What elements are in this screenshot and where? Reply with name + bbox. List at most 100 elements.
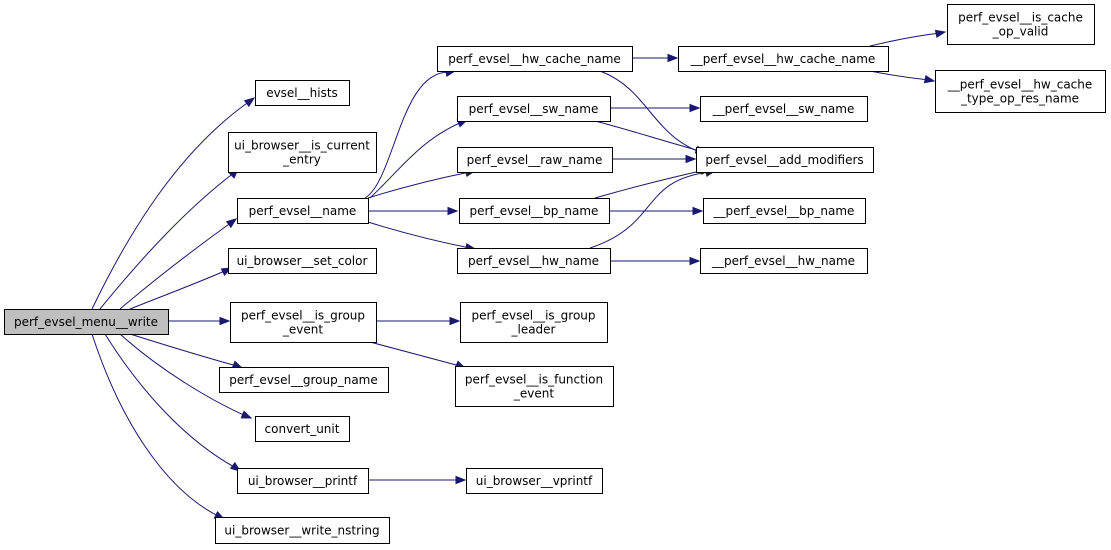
node-perf-evsel-sw-name[interactable]: perf_evsel__sw_name (457, 96, 611, 122)
node-label: perf_evsel__is_group (471, 309, 595, 323)
edge-line (869, 70, 930, 81)
edge-root-to-convert_unit (119, 333, 253, 419)
edge-perf_evsel_sw_name-to-__perf_evsel_sw_name (610, 103, 701, 113)
node-perf-evsel-bp-name[interactable]: perf_evsel__bp_name (459, 198, 610, 224)
edge-line (869, 32, 941, 47)
edge-perf_evsel_is_group_event-to-perf_evsel_is_group_leader (376, 316, 461, 326)
node-box (455, 366, 614, 407)
edge-line (364, 71, 451, 199)
node-label: _op_valid (992, 25, 1049, 39)
edge-root-to-ui_browser_printf (104, 333, 242, 472)
node-label: perf_evsel__is_function (465, 373, 603, 387)
node-perf-evsel-hw-cache-name[interactable]: perf_evsel__hw_cache_name (437, 46, 633, 72)
node-label: __perf_evsel__bp_name (713, 204, 855, 218)
graph-nodes: perf_evsel_menu__write evsel__hists ui_bro… (4, 4, 1106, 544)
arrowhead-icon (219, 316, 231, 326)
node-box (696, 147, 874, 173)
node-perf-evsel-group-name[interactable]: perf_evsel__group_name (219, 367, 389, 393)
node-ui-browser-write-nstring[interactable]: ui_browser__write_nstring (215, 517, 390, 544)
node-label: perf_evsel__hw_name (468, 254, 599, 268)
edge-__perf_evsel_hw_cache_name-to-perf_evsel_is_cache_op_valid (869, 29, 947, 47)
node-perf-evsel-raw-name[interactable]: perf_evsel__raw_name (457, 147, 613, 173)
edge-perf_evsel_name-to-perf_evsel_sw_name (369, 119, 469, 199)
node-perf-evsel-add-modifiers[interactable]: perf_evsel__add_modifiers (696, 147, 874, 173)
node-box (219, 367, 389, 393)
edge-root-to-ui_browser_write_nstring (91, 333, 226, 520)
node-perf-evsel-is-function-event[interactable]: perf_evsel__is_function_event (455, 366, 614, 407)
edge-line (599, 70, 706, 155)
node-label: perf_evsel__is_cache (958, 11, 1083, 25)
node-ui-browser-printf[interactable]: ui_browser__printf (237, 468, 369, 494)
node-box (700, 248, 868, 274)
node-perf-evsel-name[interactable]: perf_evsel__name (237, 198, 369, 224)
node-label: perf_evsel__raw_name (467, 153, 603, 167)
arrowhead-icon (689, 256, 701, 266)
edge-root-to-ui_browser_is_current_entry (99, 168, 239, 310)
node-label: convert_unit (265, 422, 340, 436)
node-evsel-hists[interactable]: evsel__hists (255, 80, 350, 106)
node-label: perf_evsel__bp_name (470, 204, 599, 218)
edge-root-to-perf_evsel_is_group_event (168, 316, 231, 326)
node-ui-browser-vprintf[interactable]: ui_browser__vprintf (466, 468, 603, 494)
node-label: __perf_evsel__hw_cache (947, 78, 1093, 92)
edge-line (594, 169, 706, 199)
node-label: __perf_evsel__sw_name (712, 102, 855, 116)
node---perf-evsel-bp-name[interactable]: __perf_evsel__bp_name (703, 198, 866, 224)
edge-__perf_evsel_hw_cache_name-to-__perf_evsel_hw_cache_type_op_res_name (869, 70, 936, 84)
node-perf-evsel-is-group-event[interactable]: perf_evsel__is_group_event (230, 302, 377, 343)
edge-line (369, 121, 463, 199)
node-box (228, 132, 377, 173)
node-box (230, 302, 377, 343)
edge-root-to-evsel_hists (91, 97, 256, 310)
node-label: perf_evsel__add_modifiers (705, 153, 863, 167)
arrowhead-icon (449, 316, 461, 326)
node-perf-evsel-hw-name[interactable]: perf_evsel__hw_name (457, 248, 611, 274)
edge-perf_evsel_hw_cache_name-to-perf_evsel_add_modifiers (599, 70, 712, 157)
edge-root-to-perf_evsel_group_name (129, 333, 244, 369)
node-label: _event (513, 387, 554, 401)
edge-perf_evsel_hw_cache_name-to-__perf_evsel_hw_cache_name (632, 53, 679, 63)
node-label: perf_evsel_menu__write (14, 315, 158, 329)
edge-line (99, 171, 236, 310)
arrowhead-icon (243, 97, 256, 108)
node-perf-evsel-is-group-leader[interactable]: perf_evsel__is_group_leader (460, 302, 608, 343)
node-label: ui_browser__write_nstring (224, 524, 379, 538)
edge-line (91, 100, 251, 310)
node-root[interactable]: perf_evsel_menu__write (4, 309, 169, 335)
node---perf-evsel-hw-cache-type-op-res-name[interactable]: __perf_evsel__hw_cache_type_op_res_name (935, 70, 1106, 113)
node-box (457, 96, 611, 122)
node-perf-evsel-is-cache-op-valid[interactable]: perf_evsel__is_cache_op_valid (947, 4, 1095, 45)
edge-ui_browser_printf-to-ui_browser_vprintf (368, 475, 467, 485)
node---perf-evsel-hw-cache-name[interactable]: __perf_evsel__hw_cache_name (678, 46, 889, 72)
node-convert-unit[interactable]: convert_unit (255, 416, 350, 442)
node---perf-evsel-sw-name[interactable]: __perf_evsel__sw_name (700, 96, 868, 122)
edge-root-to-perf_evsel_name (119, 218, 238, 310)
node-label: ui_browser__vprintf (476, 474, 593, 488)
edge-perf_evsel_hw_name-to-__perf_evsel_hw_name (610, 256, 701, 266)
edge-line (129, 269, 228, 310)
node-box (237, 198, 369, 224)
node-box (255, 416, 350, 442)
arrowhead-icon (685, 154, 697, 164)
node-box (947, 4, 1095, 45)
node-ui-browser-set-color[interactable]: ui_browser__set_color (228, 248, 377, 274)
node-box (255, 80, 350, 106)
edge-line (119, 221, 233, 310)
node-label: ui_browser__is_current (234, 139, 370, 153)
edge-line (594, 120, 701, 152)
node-box (678, 46, 889, 72)
edge-line (104, 333, 237, 469)
arrowhead-icon (692, 206, 704, 216)
node-label: perf_evsel__group_name (229, 373, 378, 387)
edge-perf_evsel_bp_name-to-__perf_evsel_bp_name (609, 206, 704, 216)
node-box (935, 70, 1106, 113)
arrowhead-icon (923, 74, 936, 84)
edge-line (129, 333, 238, 367)
edge-line (91, 333, 221, 518)
node-label: evsel__hists (266, 86, 338, 100)
node-box (215, 517, 390, 544)
node-ui-browser-is-current-entry[interactable]: ui_browser__is_current_entry (228, 132, 377, 173)
node-box (457, 147, 613, 173)
node---perf-evsel-hw-name[interactable]: __perf_evsel__hw_name (700, 248, 868, 274)
